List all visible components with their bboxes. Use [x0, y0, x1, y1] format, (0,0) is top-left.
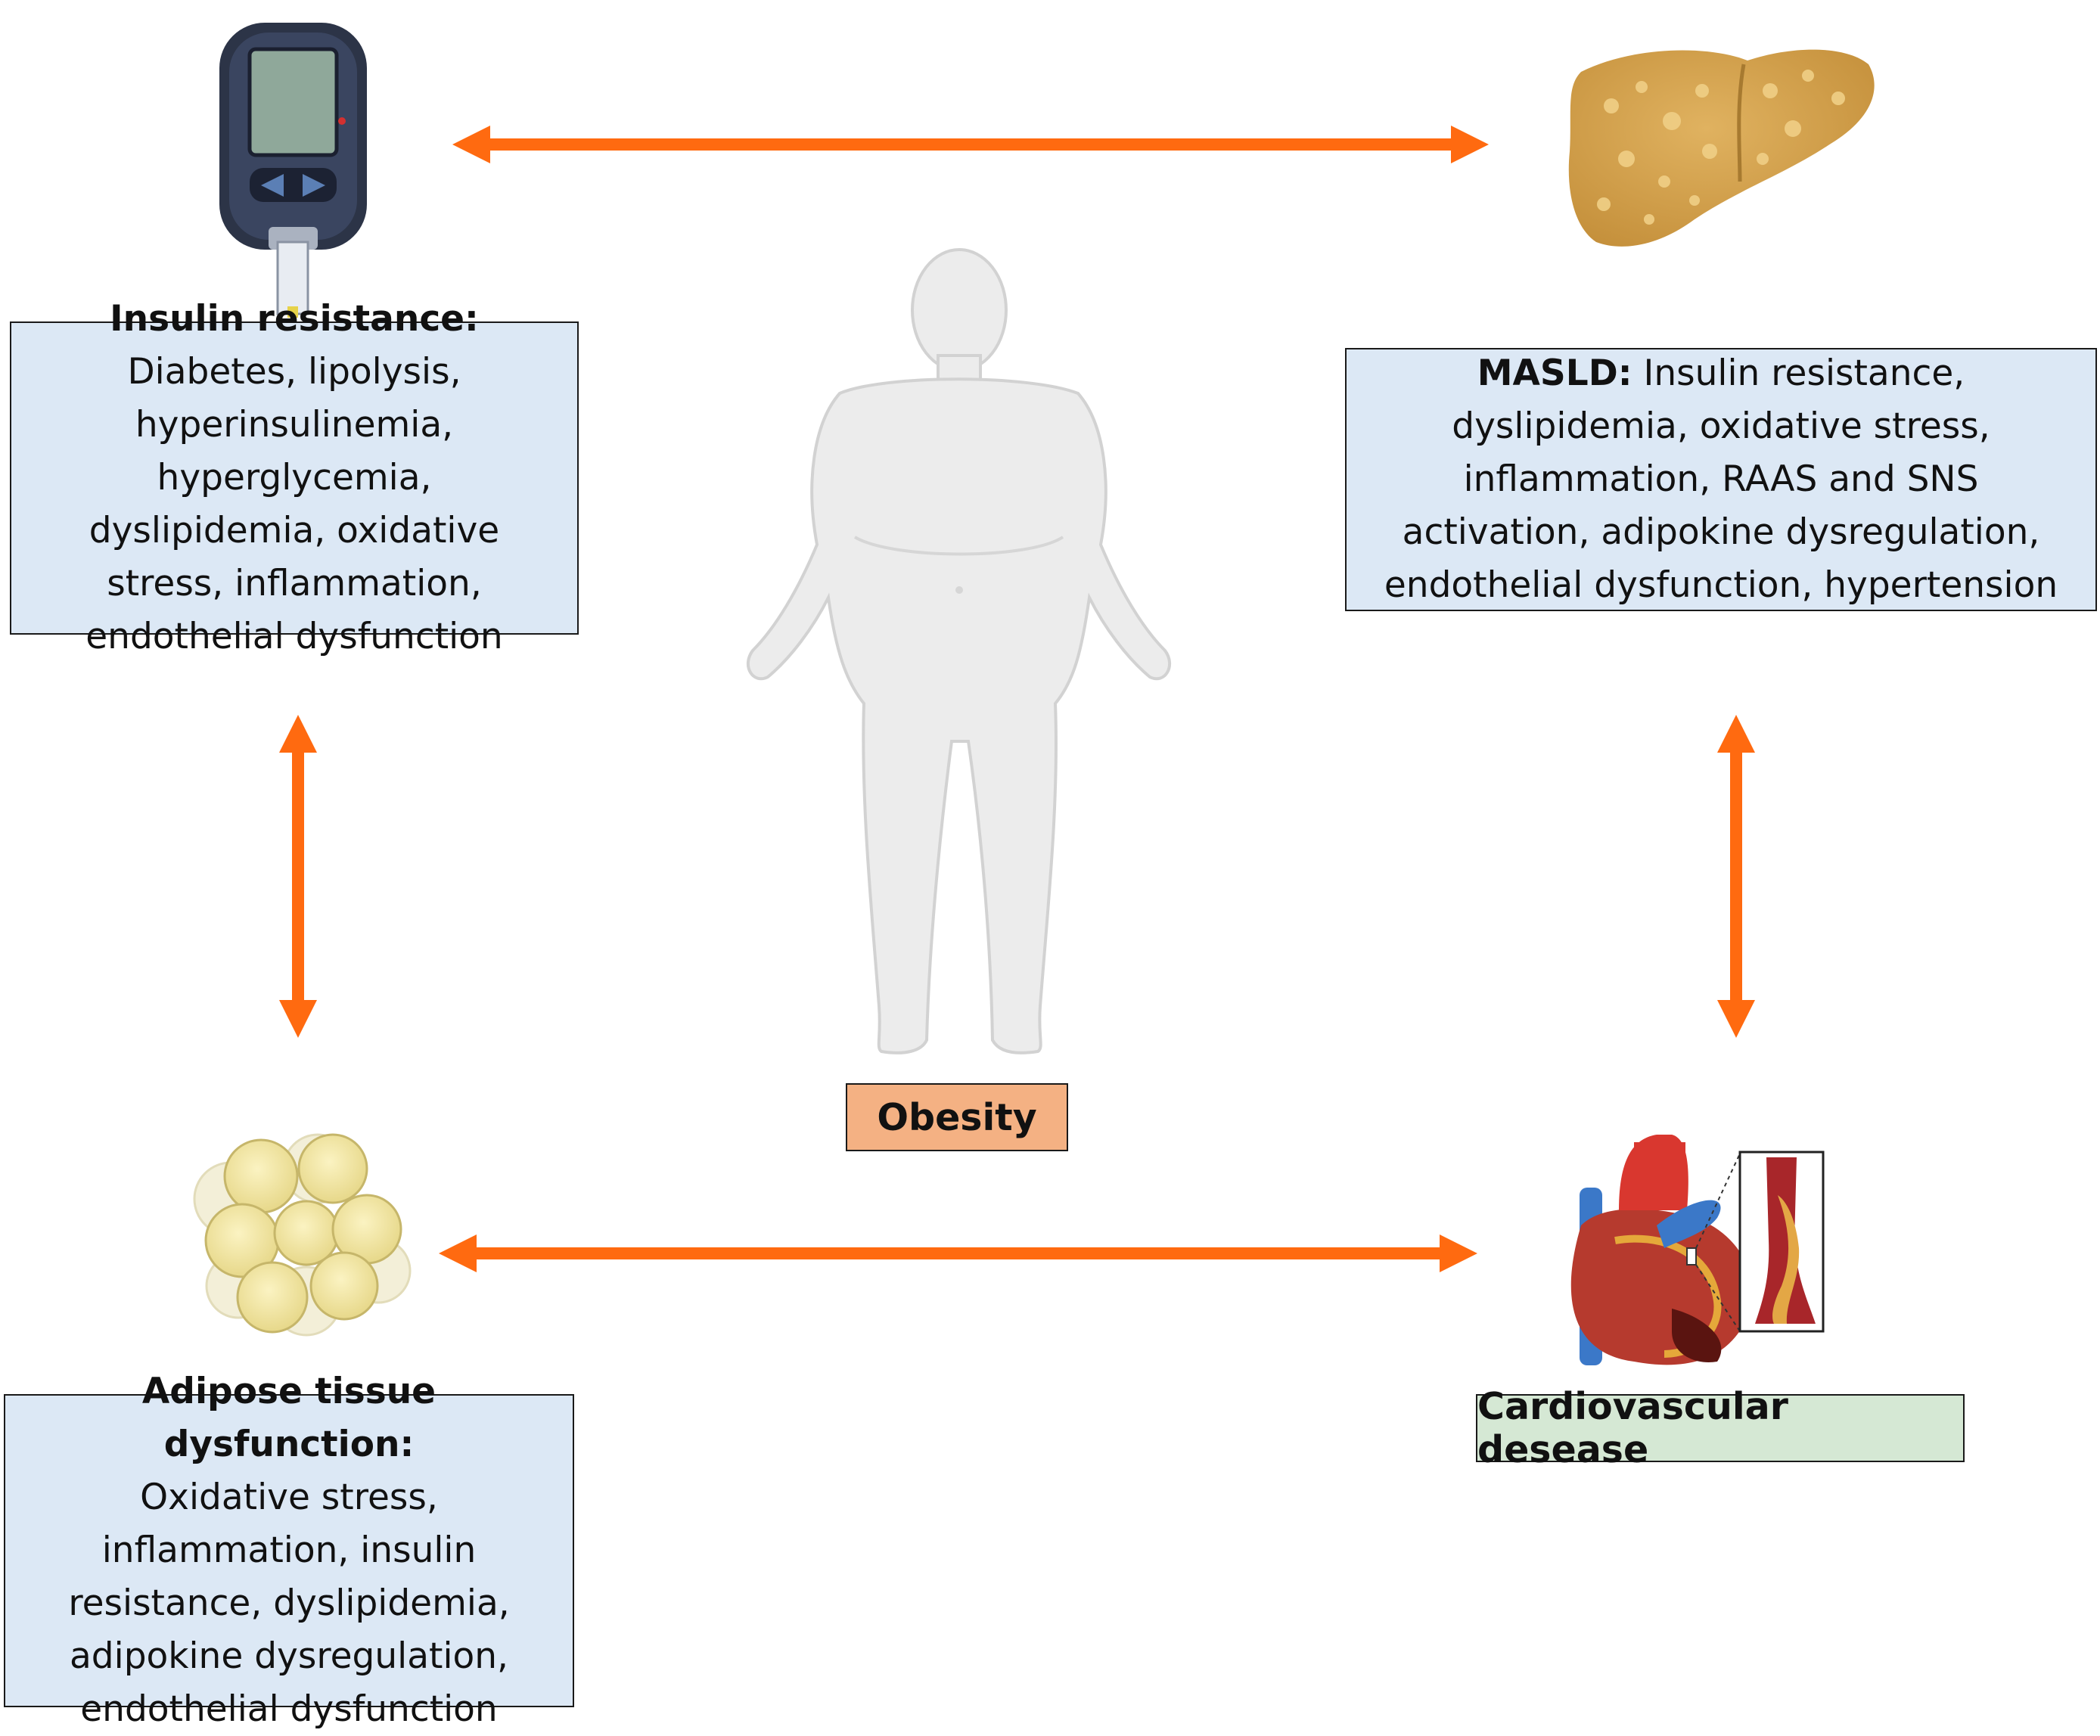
arrow-top: [452, 126, 1489, 163]
arrow-bottom: [439, 1234, 1477, 1272]
adipose-dysfunction-box: Adipose tissue dysfunction: Oxidative str…: [4, 1371, 574, 1730]
insulin-resistance-box: Insulin resistance: Diabetes, lipolysis,…: [10, 298, 579, 657]
human-body-icon: [747, 248, 1171, 1054]
obesity-label: Obesity: [846, 1083, 1068, 1151]
arrow-left: [279, 715, 317, 1038]
masld-box: MASLD: Insulin resistance, dyslipidemia,…: [1345, 348, 2097, 611]
masld-heading: MASLD:: [1477, 352, 1632, 394]
glucometer-icon: [219, 23, 367, 318]
adipose-dysfunction-body: Oxidative stress, inflammation, insulin …: [68, 1477, 510, 1730]
fatty-liver-icon: [1568, 49, 1875, 247]
insulin-resistance-body: Diabetes, lipolysis, hyperinsulinemia, h…: [85, 351, 503, 657]
arrow-right: [1717, 715, 1755, 1038]
adipocytes-icon: [193, 1133, 412, 1337]
insulin-resistance-heading: Insulin resistance:: [110, 298, 479, 340]
masld-body: Insulin resistance, dyslipidemia, oxidat…: [1384, 352, 2058, 606]
heart-artery-icon: [1570, 1135, 1825, 1365]
adipose-dysfunction-heading: Adipose tissue dysfunction:: [141, 1371, 436, 1465]
cardiovascular-disease-label: Cardiovascular desease: [1476, 1385, 1965, 1471]
